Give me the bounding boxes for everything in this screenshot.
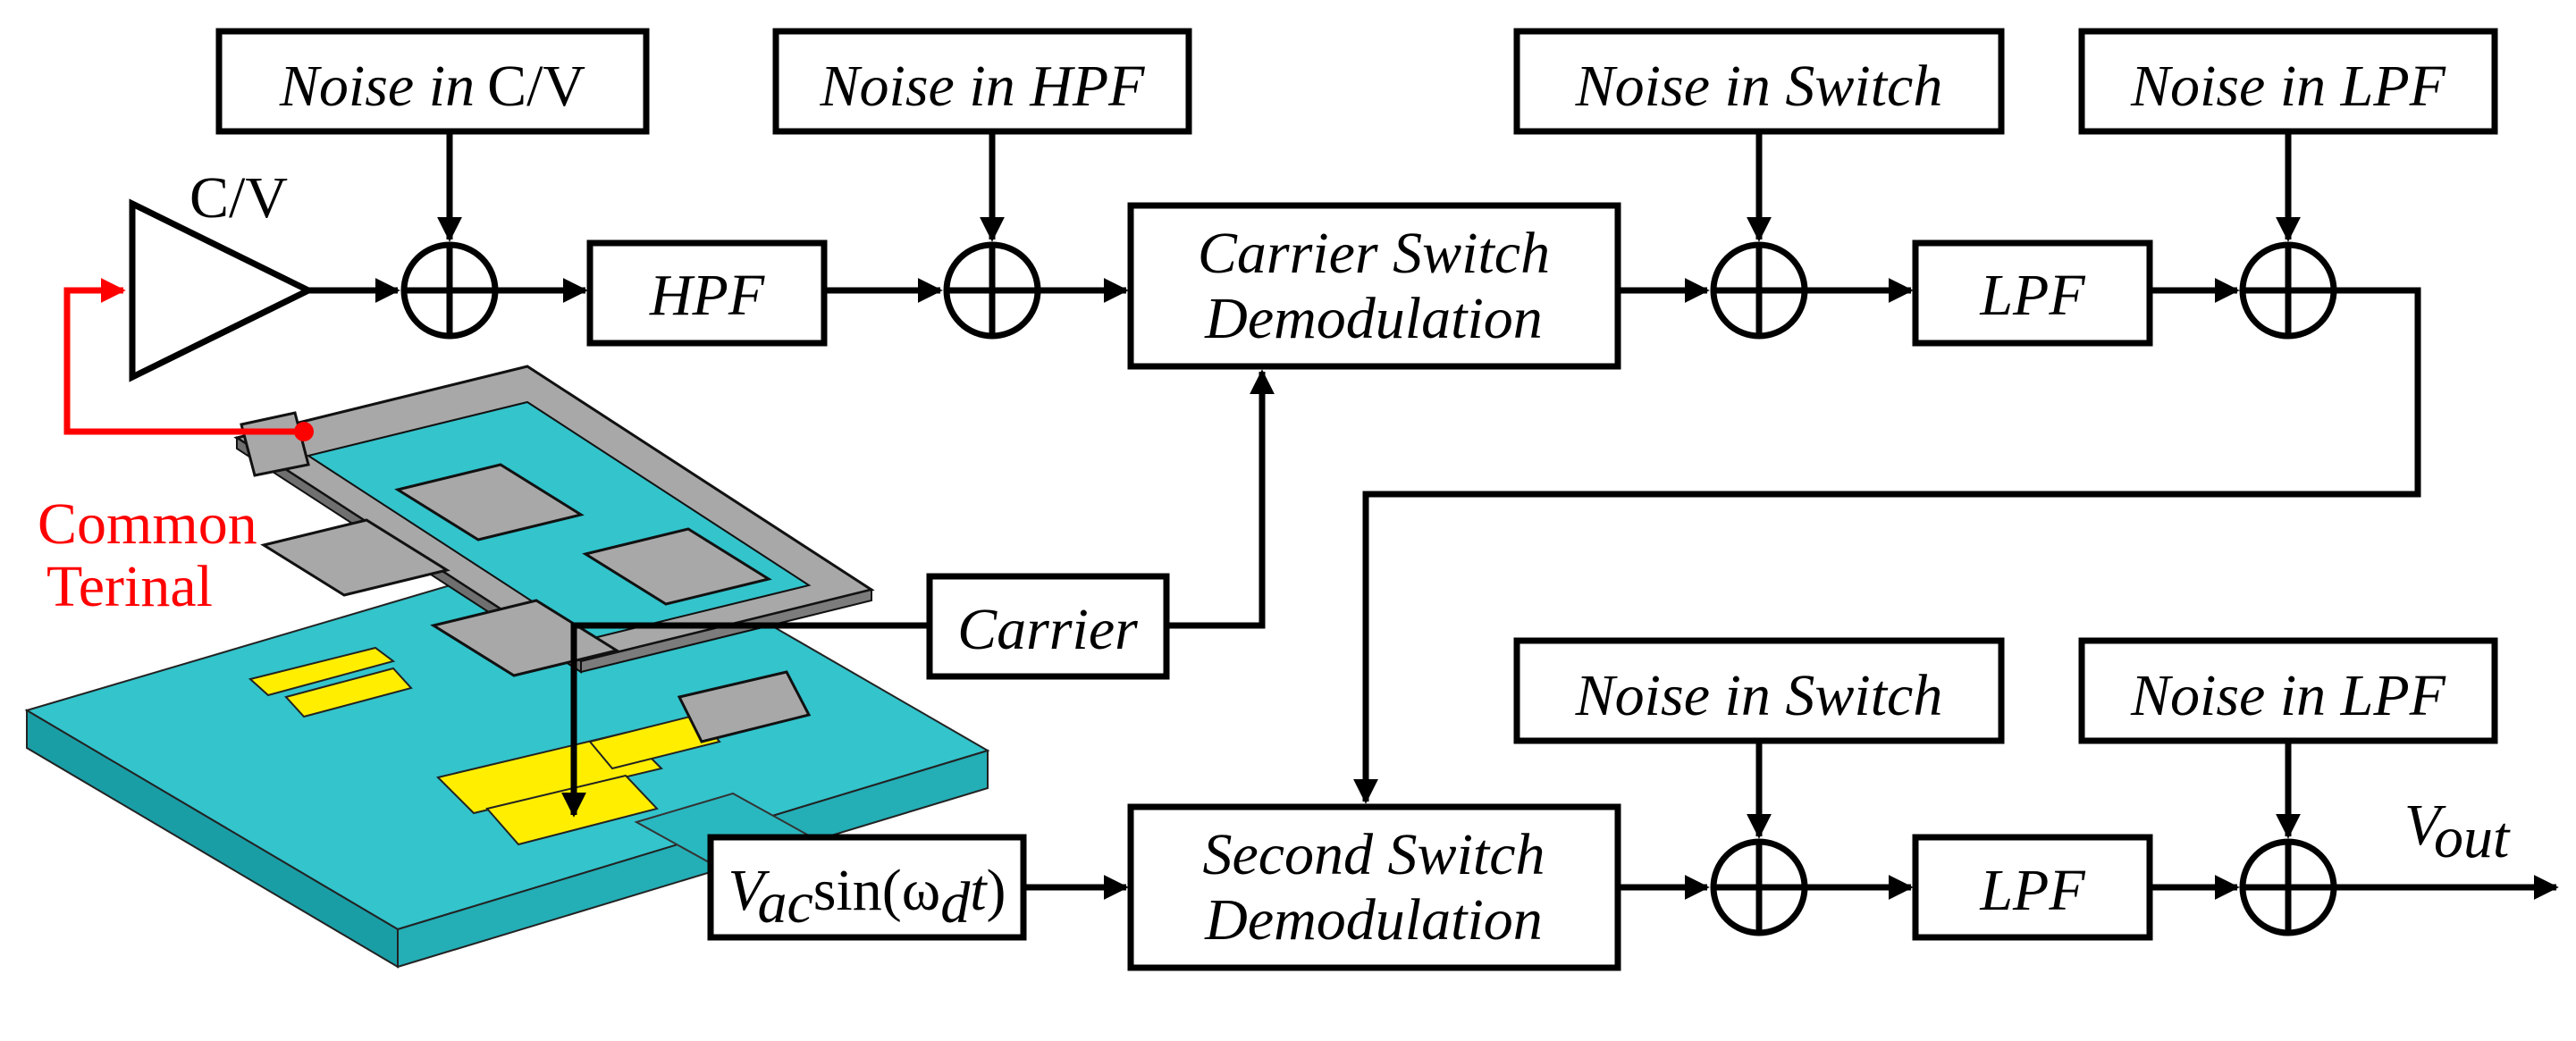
wire-feedback-to-second-demod: [1353, 287, 2421, 804]
common-terminal-wire: [63, 278, 304, 435]
summing-junction-2: [943, 241, 1041, 340]
cv-amplifier-triangle: [129, 198, 316, 382]
common-terminal-label-line2: Terinal: [46, 554, 213, 619]
mems-device-illustration: [24, 365, 990, 969]
carrier-demod-label-line1: Carrier Switch: [1198, 221, 1550, 286]
noise-hpf-box: [772, 28, 1192, 135]
carrier-demod-label-line2: Demodulation: [1204, 286, 1543, 351]
plate: [394, 463, 585, 541]
proof-mass-frame-edge: [580, 588, 872, 674]
substrate-side-right: [397, 749, 989, 969]
noise-switch-top-box: [1513, 28, 2005, 135]
anchor-tab: [240, 411, 310, 477]
common-terminal-label-line1: Common: [38, 491, 257, 557]
noise-hpf-label: Noise in HPF: [820, 54, 1146, 119]
wire-carrier-to-carrier-demod: [1166, 369, 1275, 629]
cv-amplifier-label: C/V: [189, 165, 288, 231]
summing-junction-5: [1710, 838, 1808, 936]
noise-lpf-bottom-box: [2078, 637, 2498, 744]
noise-lpf-top-label: Noise in LPF: [2130, 54, 2446, 119]
summing-junction-1: [400, 241, 499, 340]
hpf-label: HPF: [649, 263, 765, 328]
noise-lpf-top-box: [2078, 28, 2498, 135]
lpf-top-label: LPF: [1979, 263, 2085, 328]
anchor-tab: [677, 670, 812, 743]
second-demod-label-line1: Second Switch: [1202, 822, 1545, 887]
second-demod-label-line2: Demodulation: [1204, 887, 1543, 953]
electrode: [284, 667, 413, 718]
summing-junction-6: [2239, 838, 2337, 936]
noise-lpf-bottom-label: Noise in LPF: [2130, 663, 2446, 728]
lpf-bottom-box: [1912, 834, 2153, 941]
noise-cv-box: [215, 28, 650, 135]
plate: [260, 518, 450, 597]
noise-switch-bottom-label: Noise in Switch: [1575, 663, 1943, 728]
summing-junction-4: [2239, 241, 2337, 340]
carrier-demod-box: [1127, 202, 1621, 370]
lpf-bottom-label: LPF: [1979, 858, 2085, 923]
carrier-label: Carrier: [957, 597, 1138, 662]
lpf-top-box: [1912, 239, 2153, 347]
summing-junction-3: [1710, 241, 1808, 340]
electrode: [588, 713, 721, 770]
electrode: [248, 646, 396, 697]
drive-signal-label: Vacsin(ωdt): [728, 858, 1006, 936]
noise-switch-top-label: Noise in Switch: [1575, 54, 1943, 119]
output-label: Vout: [2404, 793, 2511, 870]
plate: [582, 527, 772, 606]
wire-carrier-to-device: [561, 622, 930, 818]
